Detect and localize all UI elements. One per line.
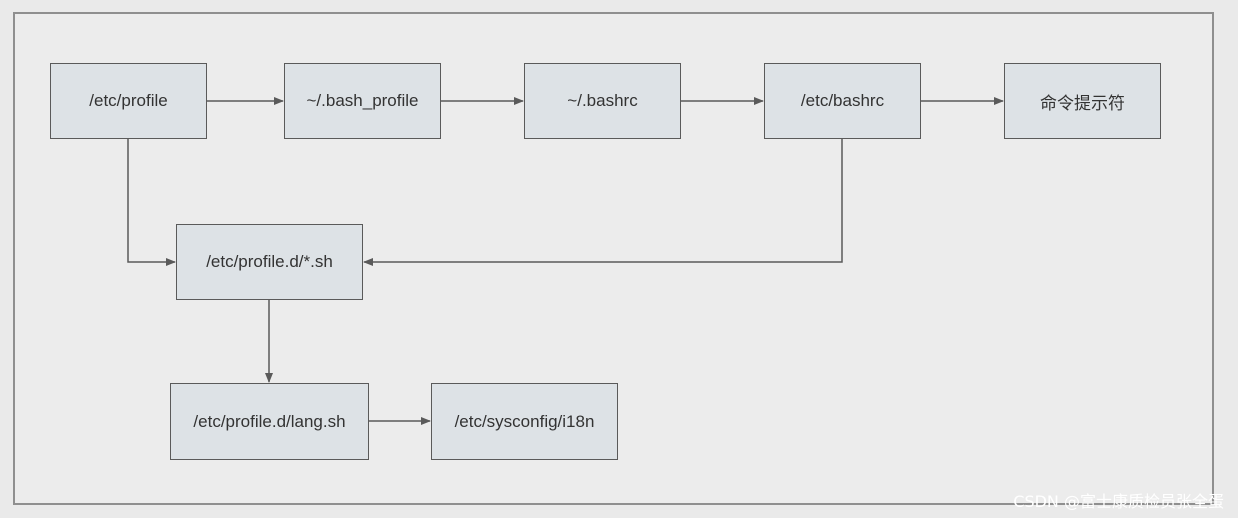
arrow-etc-bashrc-to-profile-d — [363, 139, 843, 266]
node-i18n: /etc/sysconfig/i18n — [431, 383, 618, 460]
node-command-prompt: 命令提示符 — [1004, 63, 1161, 139]
node-etc-profile: /etc/profile — [50, 63, 207, 139]
arrow-profile-to-profile-d — [127, 139, 176, 266]
node-etc-bashrc: /etc/bashrc — [764, 63, 921, 139]
node-profile-d: /etc/profile.d/*.sh — [176, 224, 363, 300]
node-bashrc: ~/.bashrc — [524, 63, 681, 139]
watermark: CSDN @富士康质检员张全蛋 — [1013, 492, 1224, 511]
node-bash-profile: ~/.bash_profile — [284, 63, 441, 139]
node-lang-sh: /etc/profile.d/lang.sh — [170, 383, 369, 460]
